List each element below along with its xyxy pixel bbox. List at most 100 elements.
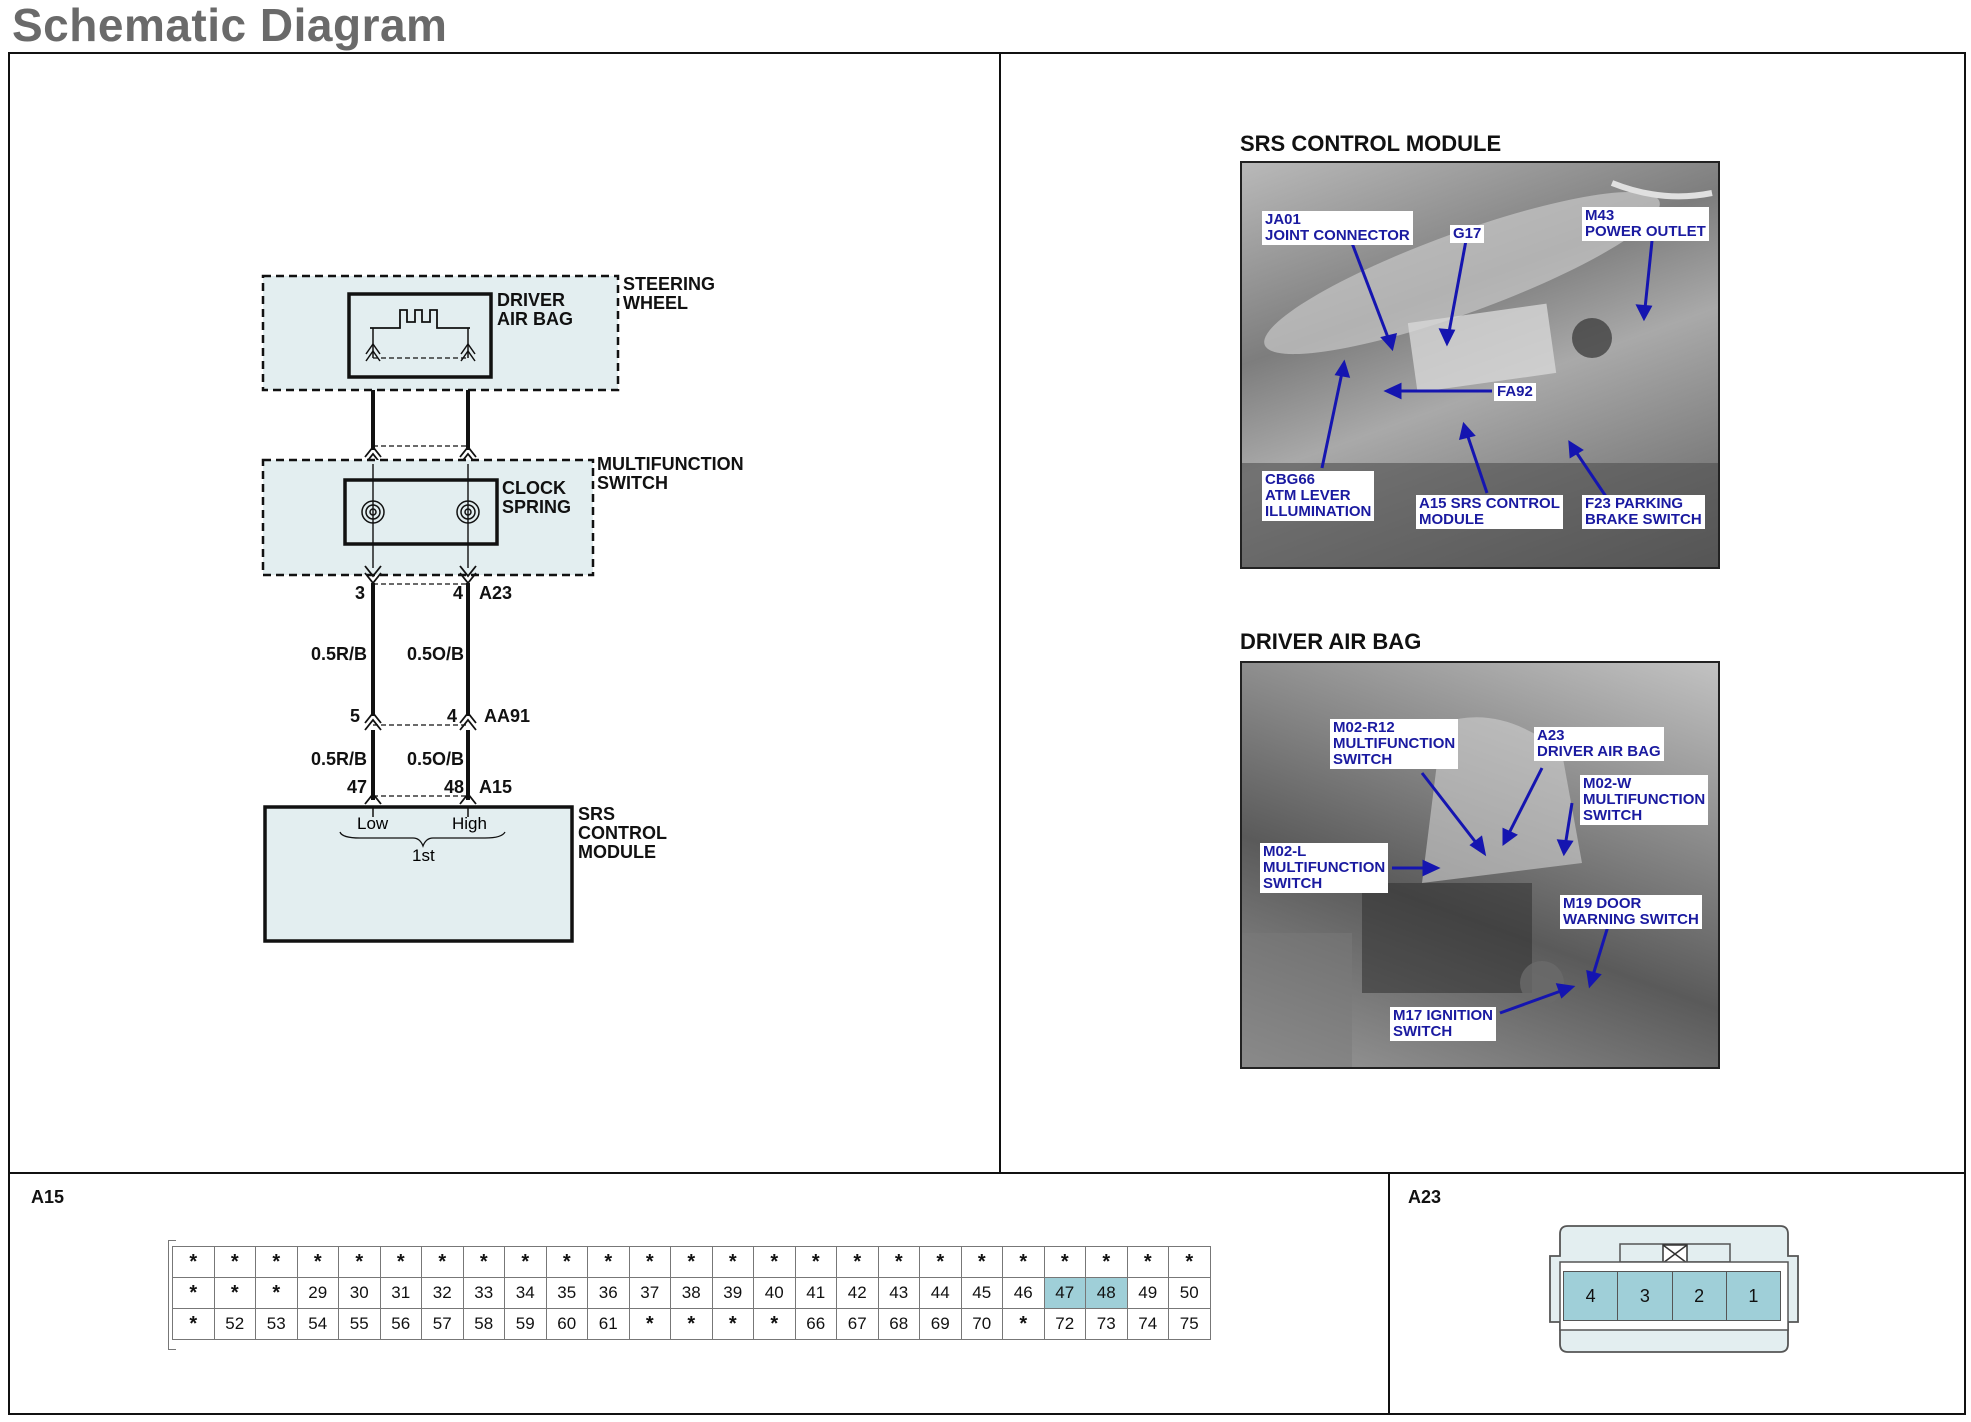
pin-cell: 61	[587, 1308, 630, 1340]
callout-ja01: JA01 JOINT CONNECTOR	[1262, 211, 1413, 245]
a23-pin: 2	[1673, 1272, 1727, 1320]
pin-cell: 50	[1168, 1277, 1211, 1309]
pin-cell: 39	[711, 1277, 754, 1309]
wire-left-upper: 0.5R/B	[311, 644, 367, 664]
squib-symbol	[370, 309, 470, 329]
pin-cell: *	[1002, 1246, 1045, 1278]
a23-pin: 4	[1564, 1272, 1619, 1320]
first-label: 1st	[412, 846, 435, 865]
pin-cell: 70	[960, 1308, 1003, 1340]
pin-aa91-right: 4	[447, 706, 457, 726]
srs-module-box	[263, 805, 574, 943]
connector-a23-label: A23	[1408, 1187, 1442, 1207]
pin-cell: 36	[587, 1277, 630, 1309]
pin-cell: 52	[213, 1308, 256, 1340]
callout-m43: M43 POWER OUTLET	[1582, 207, 1709, 241]
pin-cell: 55	[338, 1308, 381, 1340]
clock-spring-coil-right	[456, 500, 480, 524]
low-label: Low	[357, 814, 389, 833]
pin-cell: *	[172, 1308, 215, 1340]
pin-cell: *	[545, 1246, 588, 1278]
a23-pin: 1	[1748, 1285, 1759, 1306]
brace	[339, 831, 506, 848]
connector-aa91-tag: AA91	[484, 706, 530, 726]
callout-f23: F23 PARKING BRAKE SWITCH	[1582, 495, 1705, 529]
pin-cell: *	[172, 1246, 215, 1278]
pin-cell: 54	[296, 1308, 339, 1340]
pin-cell: 31	[379, 1277, 422, 1309]
pin-cell: 48	[1085, 1277, 1128, 1309]
pin-cell: 37	[628, 1277, 671, 1309]
connector-a15-label: A15	[31, 1187, 65, 1207]
srs-photo-title: SRS CONTROL MODULE	[1240, 131, 1502, 156]
callout-a23: A23 DRIVER AIR BAG	[1534, 727, 1664, 761]
pin-cell: *	[1002, 1308, 1045, 1340]
callout-fa92: FA92	[1494, 383, 1536, 401]
a23-pin: 3	[1618, 1272, 1673, 1320]
callout-m19: M19 DOOR WARNING SWITCH	[1560, 895, 1702, 929]
pin-cell: *	[877, 1246, 920, 1278]
pin-cell: *	[172, 1277, 215, 1309]
pin-aa91-left: 5	[350, 706, 360, 726]
callout-a15: A15 SRS CONTROL MODULE	[1416, 495, 1563, 529]
pin-cell: *	[296, 1246, 339, 1278]
pin-cell: 43	[877, 1277, 920, 1309]
pin-cell: *	[794, 1246, 837, 1278]
pin-cell: *	[1085, 1246, 1128, 1278]
pin-cell: *	[1043, 1246, 1086, 1278]
wire-right-lower: 0.5O/B	[407, 749, 464, 769]
pin-cell: 34	[504, 1277, 547, 1309]
pin-cell: 68	[877, 1308, 920, 1340]
pin-cell: 47	[1043, 1277, 1086, 1309]
pin-cell: *	[213, 1277, 256, 1309]
callout-m17: M17 IGNITION SWITCH	[1390, 1007, 1497, 1041]
schematic-panel	[8, 52, 1001, 1174]
pin-cell: 49	[1126, 1277, 1169, 1309]
clock-spring-box	[343, 478, 499, 546]
pin-cell: *	[255, 1277, 298, 1309]
callout-g17: G17	[1450, 225, 1485, 243]
callout-m02-r12: M02-R12 MULTIFUNCTION SWITCH	[1330, 719, 1459, 769]
connector-a15-tab	[168, 1240, 176, 1350]
driver-air-bag-photo: M02-R12 MULTIFUNCTION SWITCH A23 DRIVER …	[1240, 661, 1720, 1069]
wire-left-lower: 0.5R/B	[311, 749, 367, 769]
pin-cell: *	[670, 1246, 713, 1278]
pin-cell: 53	[255, 1308, 298, 1340]
clock-spring-coil-left	[361, 500, 385, 524]
callout-m02-w: M02-W MULTIFUNCTION SWITCH	[1580, 775, 1709, 825]
pin-cell: 66	[794, 1308, 837, 1340]
pin-cell: *	[753, 1308, 796, 1340]
pin-cell: 46	[1002, 1277, 1045, 1309]
pin-cell: 30	[338, 1277, 381, 1309]
pin-cell: 29	[296, 1277, 339, 1309]
pin-cell: 73	[1085, 1308, 1128, 1340]
pin-cell: 32	[421, 1277, 464, 1309]
callout-m02-l: M02-L MULTIFUNCTION SWITCH	[1260, 843, 1389, 893]
pin-cell: 40	[753, 1277, 796, 1309]
callout-cbg66: CBG66 ATM LEVER ILLUMINATION	[1262, 471, 1375, 521]
pin-cell: *	[338, 1246, 381, 1278]
pin-cell: *	[919, 1246, 962, 1278]
wire-right-upper: 0.5O/B	[407, 644, 464, 664]
pin-cell: *	[1168, 1246, 1211, 1278]
pin-cell: 44	[919, 1277, 962, 1309]
pin-cell: 69	[919, 1308, 962, 1340]
pin-cell: 41	[794, 1277, 837, 1309]
pin-cell: 35	[545, 1277, 588, 1309]
page-title: Schematic Diagram	[12, 0, 448, 51]
pin-cell: 33	[462, 1277, 505, 1309]
pin-cell: *	[379, 1246, 422, 1278]
pin-cell: 38	[670, 1277, 713, 1309]
pin-cell: 58	[462, 1308, 505, 1340]
pin-cell: *	[711, 1308, 754, 1340]
pin-cell: *	[960, 1246, 1003, 1278]
pin-cell: 56	[379, 1308, 422, 1340]
pin-cell: *	[462, 1246, 505, 1278]
